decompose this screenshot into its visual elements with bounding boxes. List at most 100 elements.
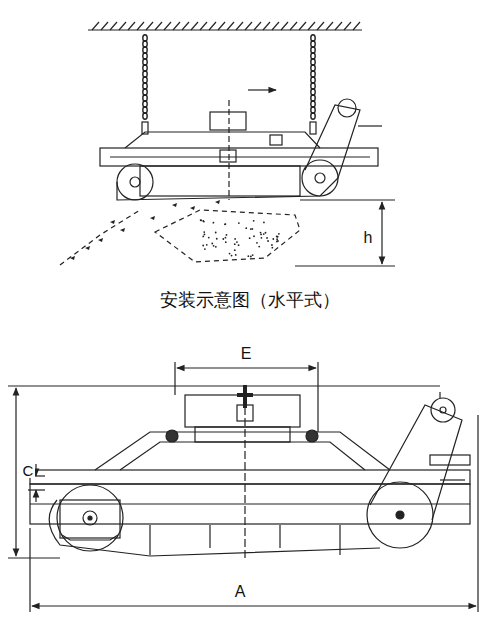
iron-piece <box>85 246 90 250</box>
hatch-stroke <box>299 22 306 30</box>
hatch-stroke <box>110 22 117 30</box>
dimension-label: A <box>233 584 248 600</box>
hatch-stroke <box>245 22 252 30</box>
hatch-stroke <box>92 22 99 30</box>
material-particle <box>202 220 204 222</box>
iron-piece <box>190 206 195 210</box>
material-particle <box>206 244 208 246</box>
hatch-stroke <box>281 22 288 30</box>
material-particle <box>276 236 278 238</box>
material-particle <box>236 241 238 243</box>
material-particle <box>266 237 268 239</box>
material-pile <box>60 200 300 265</box>
hatch-stroke <box>335 22 342 30</box>
hatch-stroke <box>326 22 333 30</box>
separator-side-view <box>30 385 470 560</box>
hatch-stroke <box>128 22 135 30</box>
material-particle <box>211 243 213 245</box>
iron-piece <box>98 238 103 242</box>
material-particle <box>263 233 265 235</box>
material-particle <box>229 253 231 255</box>
dimension-label: h <box>362 230 375 246</box>
material-particle <box>231 255 233 257</box>
material-particle <box>272 238 274 240</box>
hatch-stroke <box>200 22 207 30</box>
direction-arrow <box>248 89 276 90</box>
material-particle <box>203 231 205 233</box>
material-particle <box>260 232 262 234</box>
material-particle <box>213 245 215 247</box>
material-particle <box>277 236 279 238</box>
material-particle <box>250 228 252 230</box>
hatch-stroke <box>254 22 261 30</box>
hatch-stroke <box>146 22 153 30</box>
material-particle <box>267 240 269 242</box>
material-particle <box>215 246 217 248</box>
material-particle <box>226 234 228 236</box>
hatch-stroke <box>155 22 162 30</box>
material-particle <box>215 232 217 234</box>
hatch-stroke <box>137 22 144 30</box>
material-particle <box>200 220 202 222</box>
material-particle <box>271 247 273 249</box>
material-particle <box>234 249 236 251</box>
material-particle <box>278 233 280 235</box>
hatch-stroke <box>191 22 198 30</box>
hatch-stroke <box>236 22 243 30</box>
dimension-label: C <box>21 463 36 478</box>
material-particle <box>204 234 206 236</box>
dimension-label: E <box>239 346 254 362</box>
material-particle <box>263 221 265 223</box>
material-particle <box>208 237 210 239</box>
dimension-lines <box>8 362 478 612</box>
iron-piece <box>70 256 75 260</box>
material-particle <box>225 241 227 243</box>
material-particle <box>253 220 255 222</box>
hatch-stroke <box>308 22 315 30</box>
hatch-stroke <box>317 22 324 30</box>
turnbuckle <box>310 122 316 134</box>
chain-link <box>143 113 147 119</box>
hatch-stroke <box>164 22 171 30</box>
material-particle <box>238 244 240 246</box>
material-particle <box>252 254 254 256</box>
height-dimension <box>295 200 395 266</box>
iron-piece <box>150 216 155 220</box>
material-particle <box>222 238 224 240</box>
material-particle <box>256 242 258 244</box>
material-particle <box>258 246 260 248</box>
material-particle <box>265 232 267 234</box>
material-particle <box>277 240 279 242</box>
hatch-stroke <box>290 22 297 30</box>
material-particle <box>204 248 206 250</box>
material-particle <box>253 235 255 237</box>
hatch-stroke <box>227 22 234 30</box>
hatch-stroke <box>344 22 351 30</box>
material-particle <box>238 222 240 224</box>
figure-caption: 安装示意图（水平式） <box>158 291 342 309</box>
hatch-stroke <box>263 22 270 30</box>
hatch-stroke <box>182 22 189 30</box>
hatch-stroke <box>272 22 279 30</box>
material-particle <box>261 237 263 239</box>
iron-piece <box>215 200 220 204</box>
hatch-stroke <box>353 22 360 30</box>
material-particle <box>245 227 247 229</box>
material-particle <box>251 228 253 230</box>
material-particle <box>203 221 205 223</box>
iron-piece <box>120 228 125 232</box>
material-particle <box>224 223 226 225</box>
material-particle <box>247 255 249 257</box>
material-particle <box>250 256 252 258</box>
material-particle <box>234 243 236 245</box>
material-particle <box>200 219 202 221</box>
hatch-stroke <box>119 22 126 30</box>
hatch-stroke <box>209 22 216 30</box>
material-particle <box>234 238 236 240</box>
material-particle <box>249 237 251 239</box>
material-particle <box>225 237 227 239</box>
material-particle <box>213 222 215 224</box>
material-particle <box>271 244 273 246</box>
